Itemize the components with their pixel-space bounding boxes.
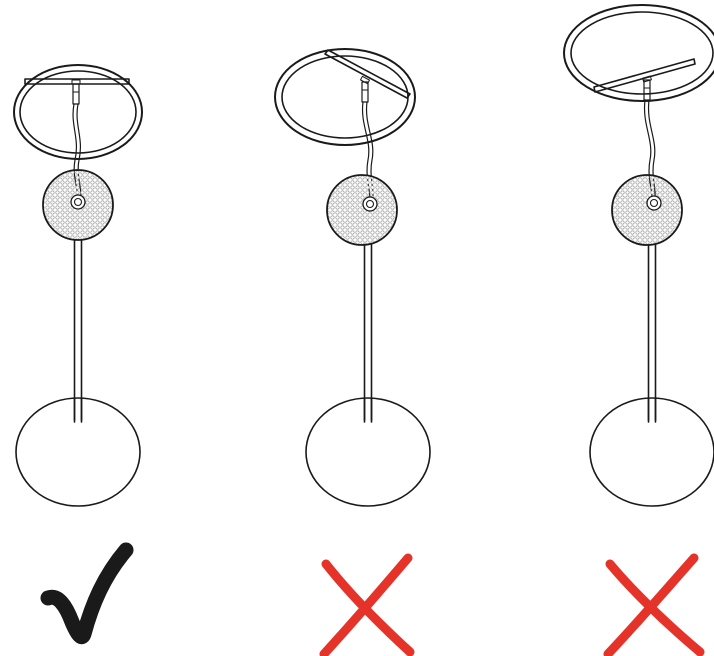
ring-frame xyxy=(274,48,416,146)
stand-pole xyxy=(647,244,657,421)
canopy-disc xyxy=(326,174,398,246)
cross-mark-icon xyxy=(603,553,705,656)
panel-incorrect-tilted-ring xyxy=(274,48,431,507)
panel-incorrect-raised-ring xyxy=(563,4,714,507)
lamp-socket xyxy=(72,83,80,105)
base-plate xyxy=(15,397,141,507)
cross-mark-icon xyxy=(319,553,415,656)
canopy-disc xyxy=(42,169,114,241)
ring-frame xyxy=(13,64,143,160)
check-mark-icon xyxy=(40,542,134,645)
ring-frame xyxy=(563,4,714,102)
base-plate xyxy=(305,397,431,507)
stand-pole xyxy=(363,244,373,421)
cross-bar xyxy=(593,58,696,93)
stand-pole xyxy=(73,239,83,421)
lamp-socket xyxy=(643,79,651,101)
base-plate xyxy=(589,397,714,507)
canopy-disc xyxy=(611,174,683,246)
panel-correct-level-ring xyxy=(13,64,143,507)
lamp-socket xyxy=(361,81,369,103)
